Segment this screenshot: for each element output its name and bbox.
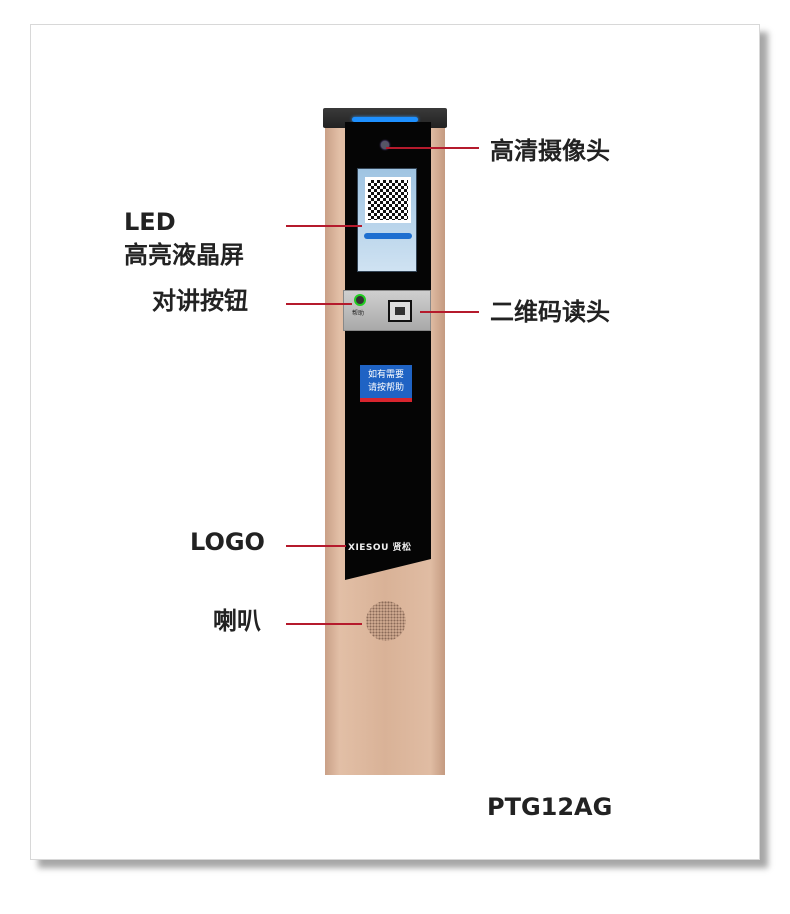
intercom-button[interactable]	[354, 294, 366, 306]
label-led: LED	[124, 208, 176, 236]
label-intercom: 对讲按钮	[152, 287, 248, 315]
status-light	[352, 117, 418, 122]
label-speaker: 喇叭	[213, 607, 261, 635]
callout-line-lcd	[286, 225, 362, 227]
camera-icon	[381, 141, 389, 149]
model-number: PTG12AG	[487, 793, 613, 821]
scan-button-graphic	[364, 233, 412, 239]
callout-line-camera	[386, 147, 479, 149]
callout-line-speaker	[286, 623, 362, 625]
callout-line-intercom	[286, 303, 352, 305]
qr-code-icon	[365, 177, 411, 223]
speaker-grille-icon	[366, 601, 406, 641]
control-panel: 帮助	[343, 290, 431, 331]
label-logo: LOGO	[190, 528, 265, 556]
label-qr-reader: 二维码读头	[490, 298, 610, 326]
help-button-label: 帮助	[352, 310, 365, 317]
brand-logo: XIESOU 贤松	[348, 543, 412, 553]
lcd-screen	[357, 168, 417, 272]
help-sign-line2: 请按帮助	[367, 383, 404, 393]
callout-line-qr	[420, 311, 479, 313]
help-sign: 如有需要 请按帮助	[360, 365, 412, 402]
help-sign-line1: 如有需要	[367, 370, 404, 380]
callout-line-logo	[286, 545, 346, 547]
qr-reader-window	[388, 300, 412, 322]
label-lcd: 高亮液晶屏	[124, 241, 244, 269]
label-camera: 高清摄像头	[490, 137, 610, 165]
